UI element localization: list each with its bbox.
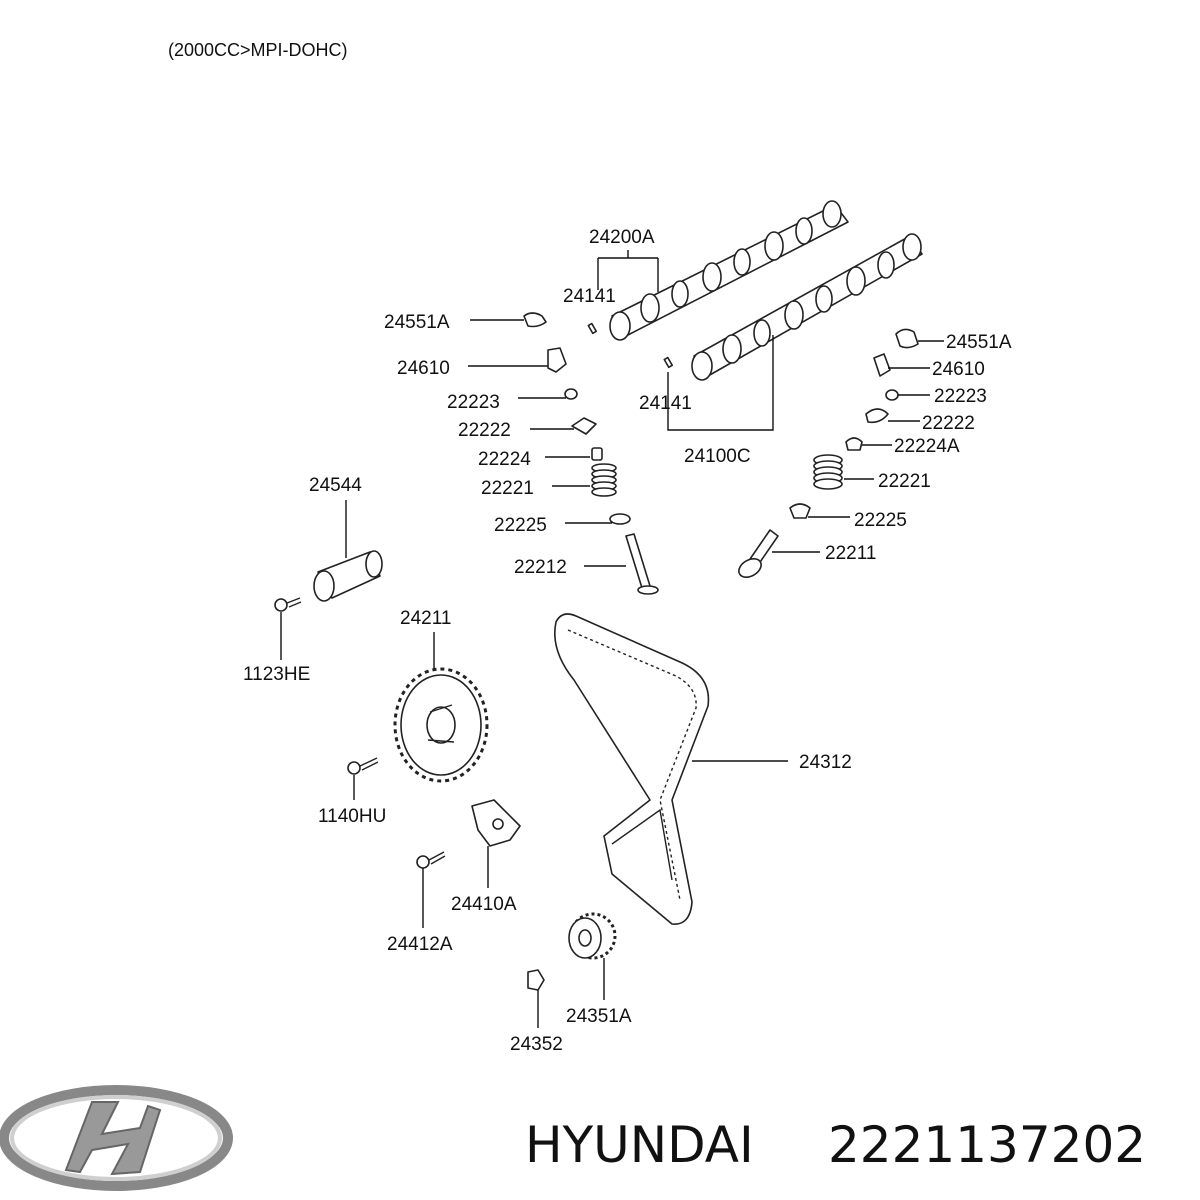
spring-retainer (571, 417, 597, 435)
brand-name: HYUNDAI (525, 1116, 754, 1174)
spring-seat (789, 503, 811, 519)
label-22225-left: 22225 (494, 515, 547, 536)
label-22223-left: 22223 (447, 392, 500, 413)
hyundai-logo (0, 1085, 233, 1191)
label-24551A-right: 24551A (946, 332, 1012, 353)
valve-spring (813, 454, 843, 490)
valve-cotter (885, 389, 899, 401)
valve-stem-seal (845, 437, 863, 451)
label-24211: 24211 (400, 608, 451, 629)
label-22222-right: 22222 (922, 413, 975, 434)
label-24200A: 24200A (589, 227, 655, 248)
label-22221-right: 22221 (878, 471, 931, 492)
label-22212: 22212 (514, 557, 567, 578)
label-24610-left: 24610 (397, 358, 450, 379)
label-22224A: 22224A (894, 436, 960, 457)
intake-valve (738, 529, 779, 578)
label-24352: 24352 (510, 1034, 563, 1055)
spring-retainer (865, 408, 889, 424)
label-24141-upper: 24141 (563, 286, 616, 307)
camshaft-sprocket (393, 667, 489, 783)
dowel-pin (663, 356, 674, 369)
engine-spec-header: (2000CC>MPI-DOHC) (168, 40, 348, 60)
label-22221-left: 22221 (481, 478, 534, 499)
label-1123HE: 1123HE (243, 664, 310, 685)
label-22223-right: 22223 (934, 386, 987, 407)
rocker-part (895, 328, 919, 349)
bolt-icon (347, 757, 379, 775)
crankshaft-sprocket (568, 912, 617, 960)
valve-spring (591, 463, 617, 497)
label-22222-left: 22222 (458, 420, 511, 441)
label-24610-right: 24610 (932, 359, 985, 380)
timing-belt (554, 613, 710, 925)
timing-belt-cover-part (313, 550, 383, 602)
label-24351A: 24351A (566, 1006, 632, 1027)
valve-cotter (564, 388, 578, 400)
label-22224: 22224 (478, 449, 531, 470)
part-number: 2221137202 (828, 1116, 1146, 1174)
dowel-pin (587, 322, 598, 335)
exhaust-valve (625, 533, 659, 595)
hydraulic-lash-adjuster (547, 347, 567, 373)
label-22225-right: 22225 (854, 510, 907, 531)
label-24410A: 24410A (451, 894, 517, 915)
label-24412A: 24412A (387, 934, 453, 955)
label-22211: 22211 (825, 543, 876, 564)
crankshaft-washer (527, 969, 545, 991)
camshaft-exhaust (691, 233, 923, 381)
camshaft-intake (609, 200, 849, 341)
bolt-icon (274, 597, 302, 612)
label-24544: 24544 (309, 475, 362, 496)
label-24551A-left: 24551A (384, 312, 450, 333)
valve-stem-seal (591, 447, 603, 461)
rocker-part (523, 312, 547, 328)
bolt-icon (416, 851, 446, 869)
hydraulic-lash-adjuster (873, 353, 891, 377)
label-24312: 24312 (799, 752, 852, 773)
label-1140HU: 1140HU (318, 806, 386, 827)
belt-tensioner (471, 799, 521, 847)
label-24141-lower: 24141 (639, 393, 692, 414)
spring-seat (609, 513, 631, 525)
label-24100C: 24100C (684, 446, 751, 467)
